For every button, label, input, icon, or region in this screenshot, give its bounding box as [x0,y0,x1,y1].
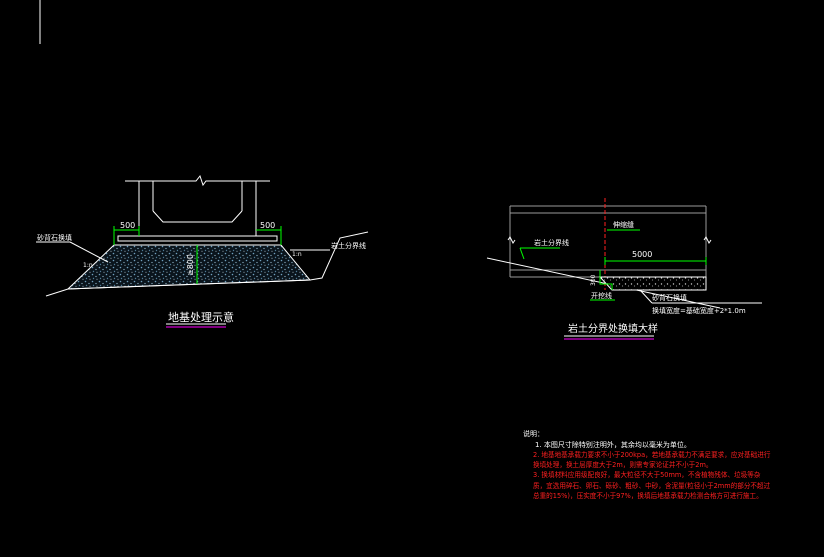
replacement-fill-strip [598,276,707,291]
break-mark-right [703,236,712,244]
notes-red-block: 2. 地基地基承载力要求不小于200kpa，若地基承载力不满足要求，应对基础进行… [533,451,771,500]
dim-500-left: 500 [120,221,135,230]
ground-line [45,231,369,297]
channel-structure [117,174,278,242]
leader-boundary-right-tick [519,247,525,260]
note-3: 3. 换填材料应用级配良好，最大粒径不大于50mm，不含植物残体、垃圾等杂质，宜… [533,471,771,500]
dim-500-right: 500 [260,221,275,230]
boundary-slope-line [486,257,721,309]
label-fill-right: 砂背石换填 [652,293,687,302]
label-depth: 300 [590,274,597,286]
leader-fill [69,241,109,263]
notes-heading: 说明： [523,429,544,438]
slope-right: 1:n [292,251,302,258]
left-detail-title: 地基处理示意 [168,310,234,324]
right-detail-title: 岩土分界处换填大样 [568,322,658,335]
dimension-5000 [604,257,707,265]
excavation-step [599,270,613,290]
label-fill-material: 砂背石换填 [37,233,72,242]
dim-5000: 5000 [632,250,652,259]
label-width: 换填宽度=基础宽度+2*1.0m [652,306,746,315]
label-joint: 伸缩缝 [613,220,634,229]
slope-left: 1:n [83,262,93,269]
dimension-left [113,226,140,245]
label-boundary-left: 岩土分界线 [331,241,366,250]
leader-fill-right-tick [639,289,653,304]
dim-depth: ≥800 [186,254,195,276]
left-detail: 500 500 ≥800 砂背石换填 岩土分界线 1:n 1:n 地基处理示意 [36,174,369,328]
dimension-right [256,226,282,245]
note-1: 1. 本图尺寸除特别注明外，其余均以毫米为单位。 [535,440,691,449]
break-mark-left [507,236,516,244]
notes-block: 说明： 1. 本图尺寸除特别注明外，其余均以毫米为单位。 2. 地基地基承载力要… [523,429,771,500]
label-boundary-right: 岩土分界线 [534,238,569,247]
label-step: 开挖线 [591,291,612,300]
note-1-text: 1. 本图尺寸除特别注明外，其余均以毫米为单位。 [535,440,691,449]
right-detail: 5000 岩土分界线 伸缩缝 300 开挖线 砂背石换填 换填宽度=基础宽度+2… [486,198,762,340]
note-2: 2. 地基地基承载力要求不小于200kpa，若地基承载力不满足要求，应对基础进行… [533,451,771,470]
